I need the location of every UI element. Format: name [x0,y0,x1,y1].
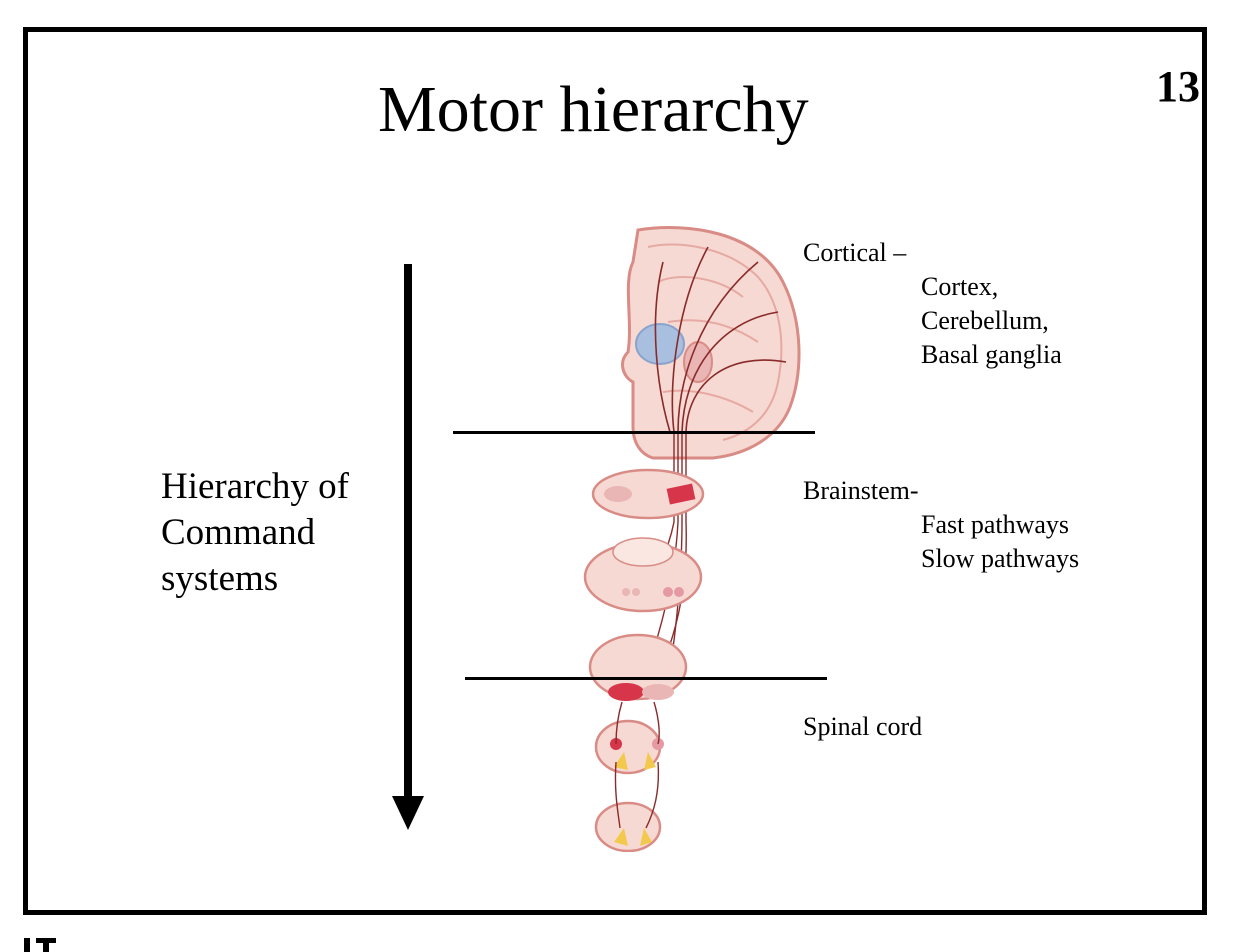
level-cortical-item: Cortex, [921,272,999,301]
level-brainstem-item: Slow pathways [921,544,1080,573]
brain-hemisphere [621,226,801,460]
level-brainstem-item: Fast pathways [921,510,1070,539]
level-spinal-heading: Spinal cord [803,712,923,741]
divider-cortical-brainstem [453,431,815,434]
thalamus-shape [635,323,685,365]
level-cortical-heading: Cortical – [803,238,907,267]
midbrain-section [591,468,705,520]
level-brainstem-heading: Brainstem- [803,476,919,505]
level-spinal-cord: Spinal cord [803,710,922,744]
medulla-section [588,633,688,701]
motor-pathway-illustration [583,226,801,852]
hierarchy-down-arrow [392,264,424,830]
hierarchy-label: Hierarchy of Command systems [161,464,349,602]
pons-section [583,537,703,613]
slide: Motor hierarchy 13 Hierarchy of Command … [23,27,1207,915]
page-number: 13 [1156,62,1200,111]
slide-title: Motor hierarchy [378,73,809,146]
spinal-cord-sections [594,701,664,852]
divider-brainstem-spinal [465,677,827,680]
level-cortical-item: Cerebellum, [921,306,1049,335]
hierarchy-label-line-2: Command [161,512,316,553]
hierarchy-label-line-1: Hierarchy of [161,466,349,507]
level-cortical: Cortical – Cortex, Cerebellum, Basal gan… [803,236,1062,372]
level-cortical-item: Basal ganglia [921,340,1062,369]
level-brainstem: Brainstem- Fast pathways Slow pathways [803,474,1079,576]
hierarchy-label-line-3: systems [161,558,279,599]
next-slide-fragment [22,916,62,952]
